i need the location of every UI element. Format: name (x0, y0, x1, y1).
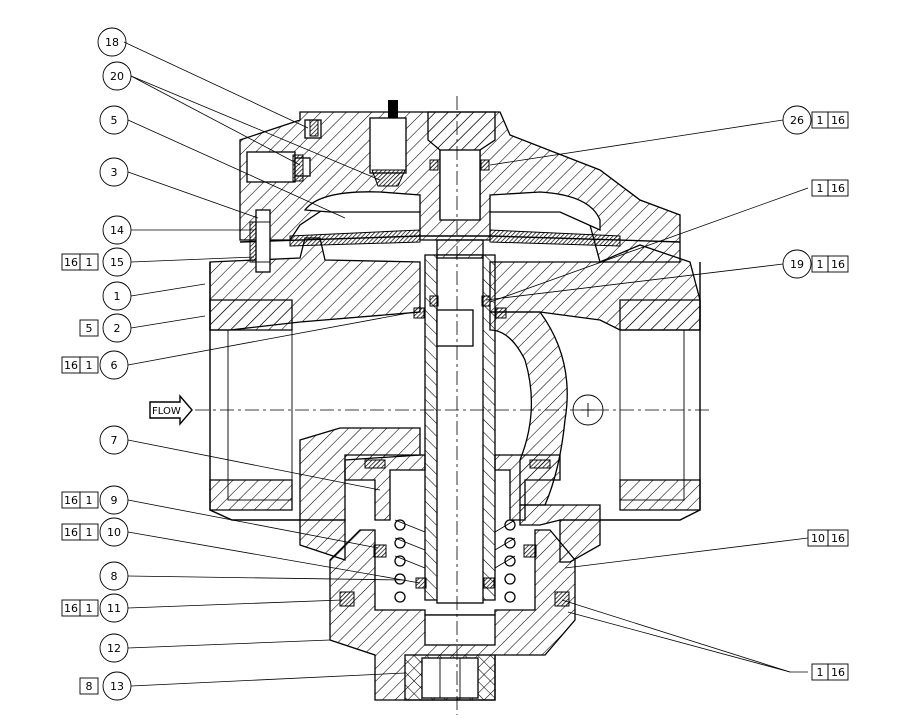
svg-text:13: 13 (110, 680, 124, 693)
callout-3: 3 (99, 157, 129, 187)
callout-26: 26 1 16 (782, 105, 849, 135)
svg-text:14: 14 (110, 224, 124, 237)
svg-text:16: 16 (831, 182, 845, 195)
svg-text:1: 1 (86, 602, 93, 615)
svg-text:16: 16 (831, 114, 845, 127)
svg-text:10: 10 (107, 526, 121, 539)
svg-text:3: 3 (111, 166, 118, 179)
callout-7: 7 (99, 425, 129, 455)
spring-right (504, 519, 516, 603)
svg-text:7: 7 (111, 434, 118, 447)
tag-1-16-top: 1 16 (811, 179, 849, 197)
svg-text:6: 6 (111, 359, 118, 372)
svg-text:1: 1 (86, 494, 93, 507)
svg-text:1: 1 (86, 256, 93, 269)
svg-text:1: 1 (817, 258, 824, 271)
svg-text:16: 16 (831, 258, 845, 271)
callout-15: 16 1 15 (61, 247, 132, 277)
svg-text:1: 1 (817, 114, 824, 127)
tag-1-16-bottom: 1 16 (811, 663, 849, 681)
callout-11: 16 1 11 (61, 593, 129, 623)
stem-assembly (413, 111, 507, 604)
callout-13: 8 13 (79, 671, 132, 701)
svg-text:1: 1 (86, 359, 93, 372)
callout-10: 16 1 10 (61, 517, 129, 547)
svg-text:11: 11 (107, 602, 121, 615)
callout-12: 12 (99, 633, 129, 663)
svg-text:16: 16 (831, 666, 845, 679)
callout-19: 19 1 16 (782, 249, 849, 279)
svg-text:5: 5 (86, 322, 93, 335)
callouts-right: 26 1 16 1 16 19 1 16 10 16 1 16 (782, 105, 849, 681)
callout-18: 18 (97, 27, 127, 57)
flow-arrow: FLOW (149, 394, 193, 426)
flow-label: FLOW (152, 406, 181, 417)
svg-text:16: 16 (831, 532, 845, 545)
svg-text:18: 18 (105, 36, 119, 49)
callout-1: 1 (102, 281, 132, 311)
svg-text:16: 16 (64, 256, 78, 269)
valve-body (209, 237, 701, 563)
svg-text:8: 8 (111, 570, 118, 583)
svg-text:1: 1 (817, 666, 824, 679)
svg-text:12: 12 (107, 642, 121, 655)
svg-text:5: 5 (111, 114, 118, 127)
callout-2: 5 2 (79, 313, 132, 343)
callout-6: 16 1 6 (61, 350, 129, 380)
lower-assembly (329, 454, 576, 701)
callout-5: 5 (99, 105, 129, 135)
tag-10-16: 10 16 (807, 529, 849, 547)
spring-left (394, 519, 406, 603)
svg-text:19: 19 (790, 258, 804, 271)
svg-text:1: 1 (86, 526, 93, 539)
leader-lines (123, 41, 809, 687)
svg-text:16: 16 (64, 602, 78, 615)
svg-text:16: 16 (64, 494, 78, 507)
callouts-left: 18 20 5 3 14 16 1 15 1 5 2 16 1 6 7 16 1… (61, 27, 132, 701)
callout-14: 14 (102, 215, 132, 245)
svg-text:15: 15 (110, 256, 124, 269)
callout-9: 16 1 9 (61, 485, 129, 515)
svg-text:26: 26 (790, 114, 804, 127)
callout-8: 8 (99, 561, 129, 591)
svg-text:1: 1 (817, 182, 824, 195)
svg-text:16: 16 (64, 526, 78, 539)
svg-text:1: 1 (114, 290, 121, 303)
svg-text:10: 10 (811, 532, 825, 545)
crosshair-circle (572, 394, 604, 426)
svg-text:20: 20 (110, 70, 124, 83)
svg-text:2: 2 (114, 322, 121, 335)
svg-text:8: 8 (86, 680, 93, 693)
svg-text:9: 9 (111, 494, 118, 507)
svg-text:16: 16 (64, 359, 78, 372)
callout-20: 20 (102, 61, 132, 91)
